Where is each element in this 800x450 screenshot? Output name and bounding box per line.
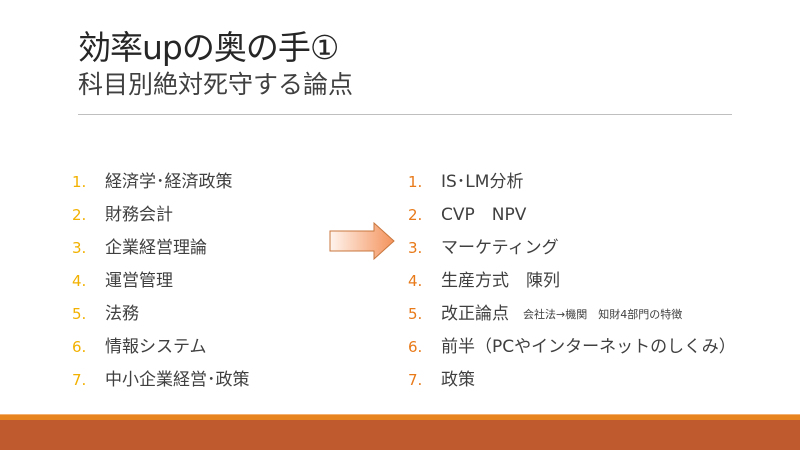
list-number: 5. [408,305,423,323]
footer-stripe [0,415,800,420]
list-label: 財務会計 [105,205,173,225]
list-label: 生産方式 陳列 [441,271,560,291]
list-item: 7. 政策 [408,364,736,397]
list-label: IS･LM分析 [441,172,524,192]
list-number: 2. [72,206,87,224]
list-label: 中小企業経営･政策 [105,370,250,390]
list-label: CVP NPV [441,205,527,225]
list-item: 1. IS･LM分析 [408,166,736,199]
list-item: 2. 財務会計 [72,199,250,232]
list-number: 6. [408,338,423,356]
list-number: 6. [72,338,87,356]
list-number: 7. [408,371,423,389]
list-item: 1. 経済学･経済政策 [72,166,250,199]
list-label: 改正論点 [441,304,509,324]
list-number: 1. [408,173,423,191]
list-number: 3. [408,239,423,257]
list-number: 1. [72,173,87,191]
key-topic-list: 1.IS･LM分析 2.CVP NPV 3.マーケティング 4.生産方式 陳列 … [408,166,736,397]
list-item: 5. 改正論点 会社法→機関 知財4部門の特徴 [408,298,736,331]
list-number: 4. [408,272,423,290]
list-label: 運営管理 [105,271,173,291]
right-arrow-icon [329,222,395,260]
list-label: 政策 [441,370,475,390]
slide-subtitle: 科目別絶対死守する論点 [78,70,354,99]
list-item: 4. 生産方式 陳列 [408,265,736,298]
list-item: 3. 企業経営理論 [72,232,250,265]
list-label: 前半（PCやインターネットのしくみ） [441,337,736,357]
list-label: 法務 [105,304,139,324]
subject-list: 1. 経済学･経済政策 2. 財務会計 3. 企業経営理論 4. 運営管理 5. 法務 6… [72,166,250,397]
footer-highlight [0,414,800,415]
list-label: 企業経営理論 [105,238,207,258]
list-number: 4. [72,272,87,290]
list-label: 経済学･経済政策 [105,172,233,192]
list-note: 会社法→機関 知財4部門の特徴 [523,308,683,321]
list-item: 4. 運営管理 [72,265,250,298]
slide-title: 効率upの奥の手① [78,28,339,67]
list-number: 5. [72,305,87,323]
list-item: 2. CVP NPV [408,199,736,232]
list-item: 3. マーケティング [408,232,736,265]
title-divider [78,114,732,115]
list-number: 3. [72,239,87,257]
list-number: 2. [408,206,423,224]
list-label: マーケティング [441,238,559,258]
footer-band [0,420,800,450]
list-item: 6. 情報システム [72,331,250,364]
list-item: 7. 中小企業経営･政策 [72,364,250,397]
list-label: 情報システム [105,337,207,357]
list-number: 7. [72,371,87,389]
list-item: 6. 前半（PCやインターネットのしくみ） [408,331,736,364]
list-item: 5. 法務 [72,298,250,331]
